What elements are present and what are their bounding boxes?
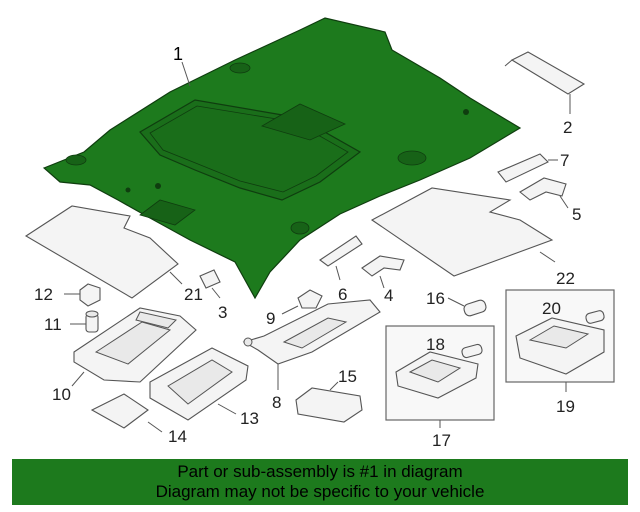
callout-14: 14 bbox=[168, 427, 187, 446]
callout-6: 6 bbox=[338, 285, 347, 304]
notice-banner: Part or sub-assembly is #1 in diagram Di… bbox=[12, 459, 628, 505]
assembly-box-17[interactable] bbox=[385, 325, 495, 421]
callout-12: 12 bbox=[34, 285, 53, 304]
leader-21 bbox=[169, 271, 183, 285]
callout-3: 3 bbox=[218, 303, 227, 322]
banner-line-1: Part or sub-assembly is #1 in diagram bbox=[177, 462, 463, 481]
callout-8: 8 bbox=[272, 393, 281, 412]
callout-4: 4 bbox=[384, 286, 393, 305]
banner-line-2: Diagram may not be specific to your vehi… bbox=[155, 482, 485, 501]
callout-19: 19 bbox=[556, 397, 575, 416]
callout-13: 13 bbox=[240, 409, 259, 428]
callout-1: 1 bbox=[173, 44, 183, 64]
leader-10 bbox=[71, 371, 85, 387]
callout-2: 2 bbox=[563, 118, 572, 137]
part-12-knob[interactable] bbox=[79, 283, 101, 307]
part-11-bulb[interactable] bbox=[85, 310, 99, 333]
leader-14 bbox=[147, 421, 163, 433]
leader-6 bbox=[335, 265, 341, 281]
callout-10: 10 bbox=[52, 385, 71, 404]
callout-7: 7 bbox=[560, 151, 569, 170]
leader-1 bbox=[181, 61, 191, 87]
part-16-bulb[interactable] bbox=[463, 299, 488, 317]
callout-20: 20 bbox=[542, 299, 561, 318]
parts-diagram: 1 2 7 5 22 6 4 21 3 bbox=[24, 17, 615, 450]
leader-5 bbox=[559, 195, 569, 209]
headliner-part-1[interactable] bbox=[42, 17, 522, 300]
leader-15 bbox=[329, 381, 339, 391]
part-9-clip[interactable] bbox=[297, 289, 323, 309]
part-13-tray[interactable] bbox=[149, 347, 249, 421]
leader-3 bbox=[211, 287, 221, 299]
leader-22 bbox=[539, 251, 556, 263]
part-14-lens[interactable] bbox=[90, 393, 149, 429]
callout-11: 11 bbox=[44, 315, 62, 334]
leader-9 bbox=[281, 305, 299, 315]
callout-5: 5 bbox=[572, 205, 581, 224]
part-3-clip[interactable] bbox=[199, 269, 221, 289]
part-10-console[interactable] bbox=[73, 307, 197, 383]
leader-13 bbox=[217, 403, 237, 415]
callout-15: 15 bbox=[338, 367, 357, 386]
callout-17: 17 bbox=[432, 431, 451, 450]
part-2-bracket[interactable] bbox=[504, 51, 586, 95]
part-5-handle[interactable] bbox=[519, 177, 567, 201]
leader-16 bbox=[447, 297, 465, 307]
part-6-bracket[interactable] bbox=[319, 235, 363, 267]
part-22-pad[interactable] bbox=[370, 187, 554, 277]
part-8-sun-visor[interactable] bbox=[242, 299, 381, 365]
part-4-handle[interactable] bbox=[361, 255, 405, 277]
assembly-box-19[interactable] bbox=[505, 289, 615, 383]
left-pad[interactable] bbox=[24, 205, 179, 299]
part-15-cover[interactable] bbox=[295, 387, 363, 423]
callout-9: 9 bbox=[266, 309, 275, 328]
callout-21: 21 bbox=[184, 285, 203, 304]
callout-16: 16 bbox=[426, 289, 445, 308]
callout-18: 18 bbox=[426, 335, 445, 354]
leader-4 bbox=[379, 275, 385, 289]
part-7-bracket[interactable] bbox=[497, 153, 549, 183]
callout-22: 22 bbox=[556, 269, 575, 288]
